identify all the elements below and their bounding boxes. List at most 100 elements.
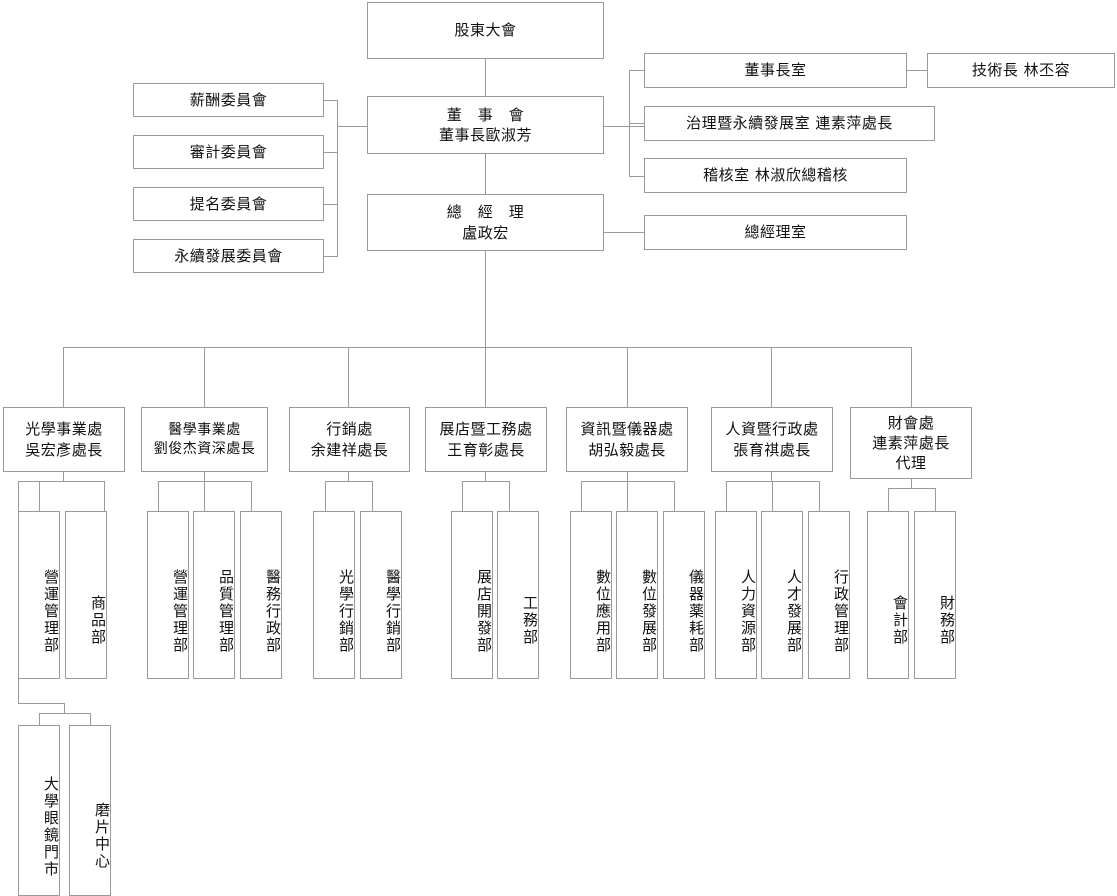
president-title: 總 經 理 <box>446 203 525 222</box>
connector-optical-dept-0 <box>39 481 40 511</box>
division-medical-head: 劉俊杰資深處長 <box>153 440 256 457</box>
division-finance-acct-name: 財會處 <box>887 413 935 432</box>
box-dept-digital-application[interactable]: 數位應用部 <box>570 511 612 679</box>
connector-president-to-office <box>604 232 644 233</box>
box-division-marketing[interactable]: 行銷處 余建祥處長 <box>289 407 410 472</box>
connector-drop-medical <box>204 347 205 407</box>
connector-division-bus <box>63 347 912 348</box>
division-it-instrument-head: 胡弘毅處長 <box>588 440 666 459</box>
box-committee-sustainability[interactable]: 永續發展委員會 <box>133 239 324 273</box>
box-committee-audit[interactable]: 審計委員會 <box>133 135 324 169</box>
division-marketing-head: 余建祥處長 <box>310 440 389 459</box>
box-cto[interactable]: 技術長 林丕容 <box>927 53 1115 88</box>
division-finance-acct-note: 代理 <box>895 454 927 473</box>
box-dept-optical-products[interactable]: 商品部 <box>65 511 107 679</box>
connector-it-dept-2 <box>674 481 675 511</box>
connector-president-to-bus <box>485 251 486 347</box>
connector-hr-admin-stem <box>771 472 772 481</box>
connector-optical-stem <box>63 472 64 481</box>
division-optical-name: 光學事業處 <box>25 420 103 439</box>
box-dept-administration[interactable]: 行政管理部 <box>808 511 850 679</box>
connector-optical-to-subunits-branch <box>18 703 64 704</box>
connector-drop-hr-admin <box>771 347 772 407</box>
box-dept-medical-admin[interactable]: 醫務行政部 <box>240 511 282 679</box>
box-division-it-instrument[interactable]: 資訊暨儀器處 胡弘毅處長 <box>566 407 688 472</box>
board-chairperson: 董事長歐淑芳 <box>438 126 532 144</box>
connector-medical-dept-0 <box>158 481 159 511</box>
division-hr-admin-name: 人資暨行政處 <box>725 420 819 439</box>
connector-finance-dept-0 <box>888 488 889 511</box>
connector-drop-finance-acct <box>911 347 912 407</box>
connector-subunits-branch <box>39 713 90 714</box>
connector-committee-nomination-stub <box>324 204 337 205</box>
connector-drop-store-eng <box>485 347 486 407</box>
box-governance-sustainability-office[interactable]: 治理暨永續發展室 連素萍處長 <box>644 106 935 141</box>
connector-committee-spine <box>337 100 338 257</box>
box-dept-medical-quality[interactable]: 品質管理部 <box>193 511 235 679</box>
connector-store-eng-dept-0 <box>462 481 463 511</box>
connector-subunit-1 <box>90 713 91 725</box>
connector-store-eng-stem <box>485 472 486 481</box>
box-audit-office[interactable]: 稽核室 林淑欣總稽核 <box>644 158 907 193</box>
box-dept-instrument-consumables[interactable]: 儀器薬耗部 <box>663 511 705 679</box>
connector-it-dept-0 <box>581 481 582 511</box>
box-division-store-eng[interactable]: 展店暨工務處 王育彰處長 <box>425 407 547 472</box>
connector-medical-stem <box>204 472 205 481</box>
connector-finance-acct-stem <box>911 479 912 488</box>
box-dept-accounting[interactable]: 會計部 <box>867 511 909 679</box>
box-dept-finance[interactable]: 財務部 <box>914 511 956 679</box>
box-division-medical[interactable]: 醫學事業處 劉俊杰資深處長 <box>141 407 268 472</box>
box-dept-talent-development[interactable]: 人才發展部 <box>761 511 803 679</box>
box-subunit-university-optical-store[interactable]: 大學眼鏡門市 <box>18 725 60 896</box>
box-dept-digital-development[interactable]: 數位發展部 <box>616 511 658 679</box>
box-division-hr-admin[interactable]: 人資暨行政處 張育祺處長 <box>711 407 833 472</box>
president-name: 盧政宏 <box>462 223 509 242</box>
box-dept-human-resources[interactable]: 人力資源部 <box>715 511 757 679</box>
box-president-office[interactable]: 總經理室 <box>644 215 907 250</box>
connector-committee-audit-stub <box>324 152 337 153</box>
connector-marketing-stem <box>348 472 349 481</box>
connector-it-instrument-stem <box>627 472 628 481</box>
connector-subunits-stem <box>64 703 65 713</box>
connector-finance-acct-branch <box>888 488 935 489</box>
connector-drop-marketing <box>348 347 349 407</box>
connector-board-to-offices <box>604 126 644 127</box>
box-chairman-office[interactable]: 董事長室 <box>644 53 907 88</box>
box-dept-medical-marketing[interactable]: 醫學行銷部 <box>360 511 402 679</box>
connector-board-to-president <box>485 154 486 194</box>
division-marketing-name: 行銷處 <box>326 420 373 439</box>
box-committee-nomination[interactable]: 提名委員會 <box>133 187 324 221</box>
connector-hr-dept-2 <box>819 481 820 511</box>
box-dept-store-development[interactable]: 展店開發部 <box>451 511 493 679</box>
connector-marketing-branch <box>325 481 372 482</box>
connector-store-eng-branch <box>462 481 509 482</box>
box-dept-medical-operations[interactable]: 營運管理部 <box>147 511 189 679</box>
connector-audit-office-stub <box>629 176 644 177</box>
division-optical-head: 吳宏彥處長 <box>25 440 103 459</box>
box-dept-optical-marketing[interactable]: 光學行銷部 <box>313 511 355 679</box>
box-committee-compensation[interactable]: 薪酬委員會 <box>133 83 324 117</box>
connector-committee-compensation-stub <box>324 100 337 101</box>
connector-marketing-dept-1 <box>372 481 373 511</box>
connector-optical-dept-1 <box>104 481 105 511</box>
division-it-instrument-name: 資訊暨儀器處 <box>580 420 674 439</box>
box-division-finance-acct[interactable]: 財會處 連素萍處長 代理 <box>850 407 972 479</box>
connector-committee-sustainability-stub <box>324 256 337 257</box>
connector-chairman-office-to-cto <box>907 70 927 71</box>
division-medical-name: 醫學事業處 <box>168 421 241 438</box>
box-dept-engineering[interactable]: 工務部 <box>497 511 539 679</box>
connector-subunit-0 <box>39 713 40 725</box>
box-dept-optical-operations[interactable]: 營運管理部 <box>18 511 60 679</box>
box-board-of-directors[interactable]: 董 事 會 董事長歐淑芳 <box>367 96 604 154</box>
box-shareholders-meeting[interactable]: 股東大會 <box>367 2 604 59</box>
division-store-eng-head: 王育彰處長 <box>447 440 525 459</box>
box-president[interactable]: 總 經 理 盧政宏 <box>367 194 604 251</box>
connector-it-dept-1 <box>627 481 628 511</box>
box-division-optical[interactable]: 光學事業處 吳宏彥處長 <box>3 407 125 472</box>
connector-hr-dept-0 <box>726 481 727 511</box>
box-subunit-lens-grinding-center[interactable]: 磨片中心 <box>69 725 111 896</box>
connector-governance-office-stub <box>629 123 644 124</box>
connector-finance-dept-1 <box>935 488 936 511</box>
division-finance-acct-head: 連素萍處長 <box>872 433 950 452</box>
